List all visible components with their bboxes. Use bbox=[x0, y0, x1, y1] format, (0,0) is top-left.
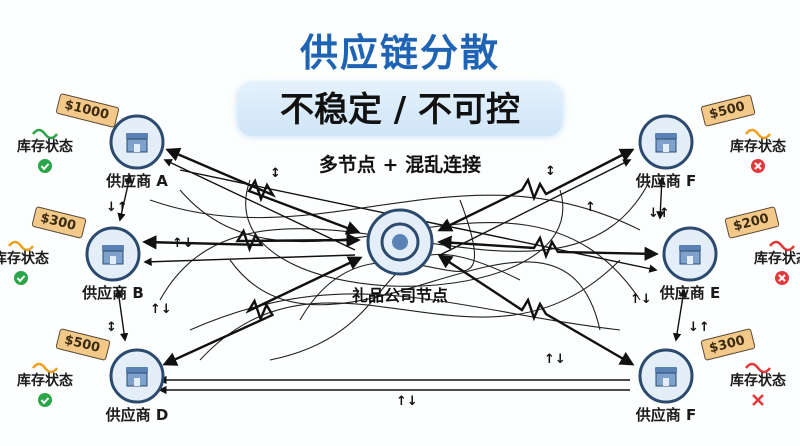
flow-direction-mark: ↕ bbox=[545, 164, 556, 179]
target-node-dot bbox=[392, 234, 408, 250]
chaotic-link bbox=[199, 259, 621, 361]
link-center-F1 bbox=[437, 148, 635, 232]
supplier-label: 供应商 A bbox=[106, 172, 168, 190]
link-center-B bbox=[142, 228, 361, 253]
stock-status-label: 库存状态 bbox=[17, 373, 73, 389]
flow-direction-mark: ↕ bbox=[270, 166, 281, 181]
store-icon bbox=[679, 245, 701, 265]
supplier-label: 供应商 F bbox=[635, 406, 697, 424]
store-icon bbox=[126, 133, 148, 153]
check-icon bbox=[38, 393, 52, 407]
stock-wave-icon bbox=[8, 240, 34, 252]
stock-status-label: 库存状态 bbox=[730, 139, 786, 155]
stock-wave-icon bbox=[769, 240, 795, 252]
supplier-node-F1[interactable] bbox=[638, 114, 694, 170]
banner: 不稳定 / 不可控 bbox=[238, 84, 562, 136]
supplier-label: 供应商 F bbox=[635, 172, 697, 190]
supplier-link bbox=[672, 288, 688, 342]
supplier-node-F2[interactable] bbox=[638, 348, 694, 404]
supplier-link bbox=[114, 288, 129, 342]
supplier-node-E[interactable] bbox=[662, 226, 718, 282]
stock-status-label: 库存状态 bbox=[0, 251, 49, 267]
flow-direction-mark: ↑↓ bbox=[150, 302, 172, 317]
flow-direction-mark: ↑↓ bbox=[172, 236, 194, 251]
supplier-label: 供应商 D bbox=[105, 406, 169, 424]
target-node-icon bbox=[380, 222, 420, 262]
store-icon bbox=[126, 367, 148, 387]
link-A bbox=[163, 159, 356, 251]
stock-wave-icon bbox=[745, 128, 771, 140]
stock-wave-icon bbox=[32, 362, 58, 374]
flow-direction-mark: ↑ bbox=[585, 200, 596, 215]
cross-icon bbox=[752, 394, 764, 406]
supplier-label: 供应商 E bbox=[659, 284, 721, 302]
supplier-node-A[interactable] bbox=[109, 114, 165, 170]
center-node-label: 礼品公司节点 bbox=[351, 286, 449, 305]
store-icon bbox=[102, 245, 124, 265]
check-icon bbox=[14, 271, 28, 285]
stock-wave-icon bbox=[32, 128, 58, 140]
stock-status-label: 库存状态 bbox=[754, 251, 800, 267]
supplier-node-D[interactable] bbox=[109, 348, 165, 404]
flow-direction-mark: ↑↓ bbox=[544, 352, 566, 367]
flow-direction-mark: ↓↑ bbox=[648, 206, 670, 221]
store-icon bbox=[655, 133, 677, 153]
flow-direction-mark: ↓↑ bbox=[688, 320, 710, 335]
store-icon bbox=[655, 367, 677, 387]
stock-status-label: 库存状态 bbox=[17, 139, 73, 155]
supplier-link bbox=[656, 176, 666, 220]
check-icon bbox=[38, 159, 52, 173]
subtitle: 多节点 + 混乱连接 bbox=[318, 154, 482, 176]
supplier-link bbox=[117, 174, 133, 222]
link-center-D bbox=[162, 256, 363, 366]
stock-status-label: 库存状态 bbox=[730, 373, 786, 389]
flow-direction-mark: ↓↑ bbox=[106, 200, 128, 215]
link-B bbox=[143, 254, 356, 266]
flow-direction-mark: ↑↓ bbox=[630, 292, 652, 307]
supplier-label: 供应商 B bbox=[82, 284, 144, 302]
supplier-node-B[interactable] bbox=[85, 226, 141, 282]
page-title: 供应链分散 bbox=[299, 31, 500, 75]
link-F1 bbox=[439, 159, 632, 256]
flow-direction-mark: ↑↓ bbox=[396, 394, 418, 409]
stock-wave-icon bbox=[745, 362, 771, 374]
flow-direction-mark: ↕ bbox=[106, 320, 117, 335]
link-center-A bbox=[165, 147, 361, 235]
link-center-F2 bbox=[437, 254, 635, 366]
